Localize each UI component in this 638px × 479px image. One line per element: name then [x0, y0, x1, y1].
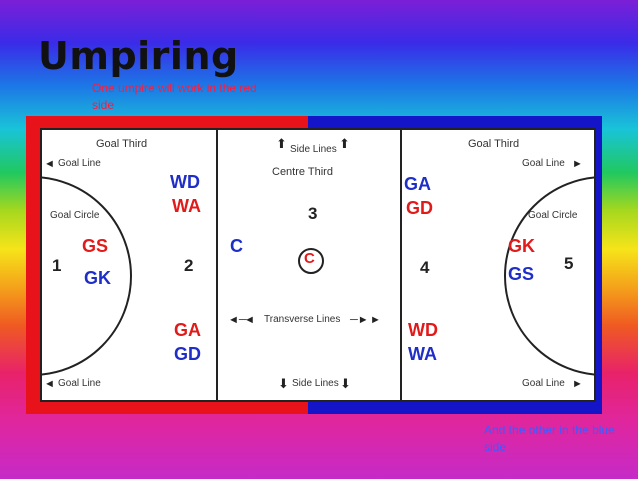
position-wd-zone4: WD: [408, 320, 438, 340]
position-c-centre-circle: C: [304, 250, 315, 267]
position-gk-right: GK: [508, 236, 535, 256]
right-arrow-icon: ►: [572, 158, 583, 170]
goal-third-right-label: Goal Third: [468, 138, 520, 150]
transverse-line-left: [216, 130, 218, 400]
left-arrow-icon: ◄─: [228, 314, 247, 326]
transverse-lines-label: Transverse Lines: [264, 314, 341, 325]
right-arrow-icon: ►: [572, 378, 583, 390]
goal-line-tl-label: Goal Line: [58, 158, 101, 169]
down-arrow-icon: ⬇: [278, 376, 289, 391]
position-ga-zone2: GA: [174, 320, 201, 340]
side-lines-bottom-label: Side Lines: [292, 378, 339, 389]
goal-line-tr-label: Goal Line: [522, 158, 565, 169]
left-arrow-icon: ◄: [44, 378, 55, 390]
position-wa-zone4: WA: [408, 344, 437, 364]
right-arrow-icon: ►: [370, 314, 381, 326]
goal-line-bl-label: Goal Line: [58, 378, 101, 389]
position-c-centre-third: C: [230, 236, 243, 256]
zone-number-4: 4: [420, 258, 430, 277]
centre-circle: [298, 248, 324, 274]
side-lines-top-label: Side Lines: [290, 144, 337, 155]
goal-line-br-label: Goal Line: [522, 378, 565, 389]
page-title: Umpiring: [38, 34, 239, 78]
left-arrow-icon: ◄: [44, 158, 55, 170]
right-arrow-icon: ─►: [350, 314, 369, 326]
position-ga-zone4: GA: [404, 174, 431, 194]
position-gs-right: GS: [508, 264, 535, 284]
goal-third-left-label: Goal Third: [96, 138, 148, 150]
red-side-note: One umpire will work in the red side: [92, 81, 257, 112]
down-arrow-icon: ⬇: [340, 376, 351, 391]
up-arrow-icon: ⬆: [276, 136, 287, 151]
transverse-line-right: [400, 130, 402, 400]
blue-side-note: And the other in the blue side: [484, 423, 615, 454]
zone-number-5: 5: [564, 254, 574, 273]
position-gk-left: GK: [84, 268, 111, 288]
centre-third-label: Centre Third: [272, 166, 333, 178]
position-wd-zone2: WD: [170, 172, 200, 192]
left-arrow-icon: ◄: [244, 314, 255, 326]
up-arrow-icon: ⬆: [339, 136, 350, 151]
goal-circle-right-label: Goal Circle: [528, 210, 578, 221]
zone-number-2: 2: [184, 256, 194, 275]
position-gs-left: GS: [82, 236, 109, 256]
position-wa-zone2: WA: [172, 196, 201, 216]
zone-number-1: 1: [52, 256, 62, 275]
position-gd-zone4: GD: [406, 198, 433, 218]
netball-court: Goal Third Goal Third ⬆ Side Lines ⬆ Cen…: [40, 128, 596, 402]
goal-circle-left-label: Goal Circle: [50, 210, 100, 221]
zone-number-3: 3: [308, 204, 318, 223]
court-lines: [42, 130, 594, 400]
position-gd-zone2: GD: [174, 344, 201, 364]
